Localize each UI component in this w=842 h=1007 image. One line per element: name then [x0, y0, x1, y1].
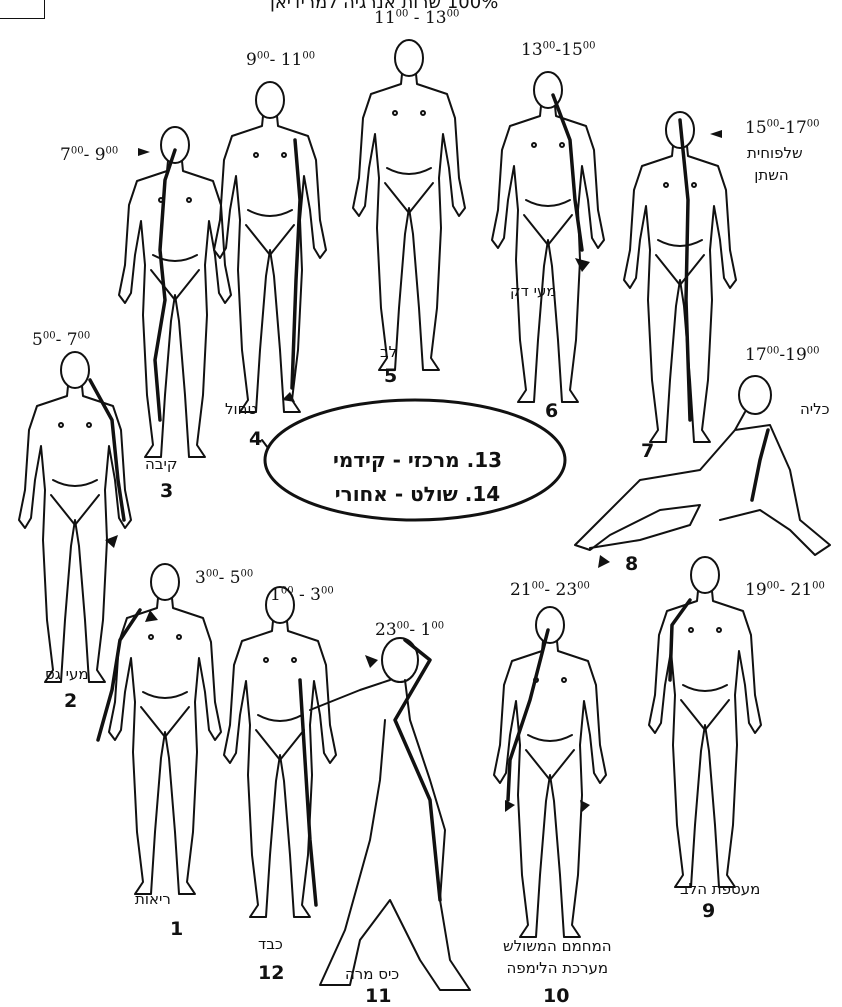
time-label-5: 1100 - 1300 [374, 8, 459, 28]
figure-number-3: 3 [160, 480, 173, 502]
ellipse-line-1: 13. מרכזי - קידמי [285, 443, 550, 477]
organ-label-12: כבד [258, 935, 283, 953]
figure-number-5: 5 [384, 365, 397, 387]
time-label-1: 300- 500 [195, 568, 253, 588]
center-ellipse-text: 13. מרכזי - קידמי 14. שולט - אחורי [285, 443, 550, 511]
organ-label-8: כליה [800, 400, 830, 418]
figure-number-11: 11 [365, 985, 391, 1007]
figure-number-10: 10 [543, 985, 569, 1007]
time-label-9: 1900- 2100 [745, 580, 825, 600]
figure-number-8: 8 [625, 553, 638, 575]
organ-label-4: טחול [225, 400, 257, 418]
organ-label-2: מעי גס [45, 665, 89, 683]
time-label-6: 1300-1500 [521, 40, 596, 60]
time-label-3: 700- 900 [60, 145, 118, 165]
organ-label-6: מעי דק [510, 282, 557, 300]
time-label-10: 2100- 2300 [510, 580, 590, 600]
figure-number-9: 9 [702, 900, 715, 922]
organ-label-3: קיבה [145, 455, 177, 473]
figure-number-1: 1 [170, 918, 183, 940]
figure-number-4: 4 [249, 428, 262, 450]
time-label-4: 900- 1100 [246, 50, 315, 70]
time-label-11: 2300- 100 [375, 620, 444, 640]
organ-label-1: ריאות [135, 890, 171, 908]
reclining-figure [575, 376, 830, 555]
walking-figure [310, 638, 470, 990]
ellipse-line-2: 14. שולט - אחורי [285, 477, 550, 511]
organ-label-11: כיס מרה [345, 965, 399, 983]
figure-number-7: 7 [641, 440, 654, 462]
time-label-2: 500- 700 [32, 330, 90, 350]
organ-label-9: מעטפת הלב [680, 880, 760, 898]
time-label-8: 1700-1900 [745, 345, 820, 365]
organ-label-5: לב [380, 343, 397, 361]
figure-number-6: 6 [545, 400, 558, 422]
time-label-12: 100 - 300 [270, 585, 334, 605]
figure-number-12: 12 [258, 962, 284, 984]
time-label-7: 1500-1700 [745, 118, 820, 138]
figure-number-2: 2 [64, 690, 77, 712]
